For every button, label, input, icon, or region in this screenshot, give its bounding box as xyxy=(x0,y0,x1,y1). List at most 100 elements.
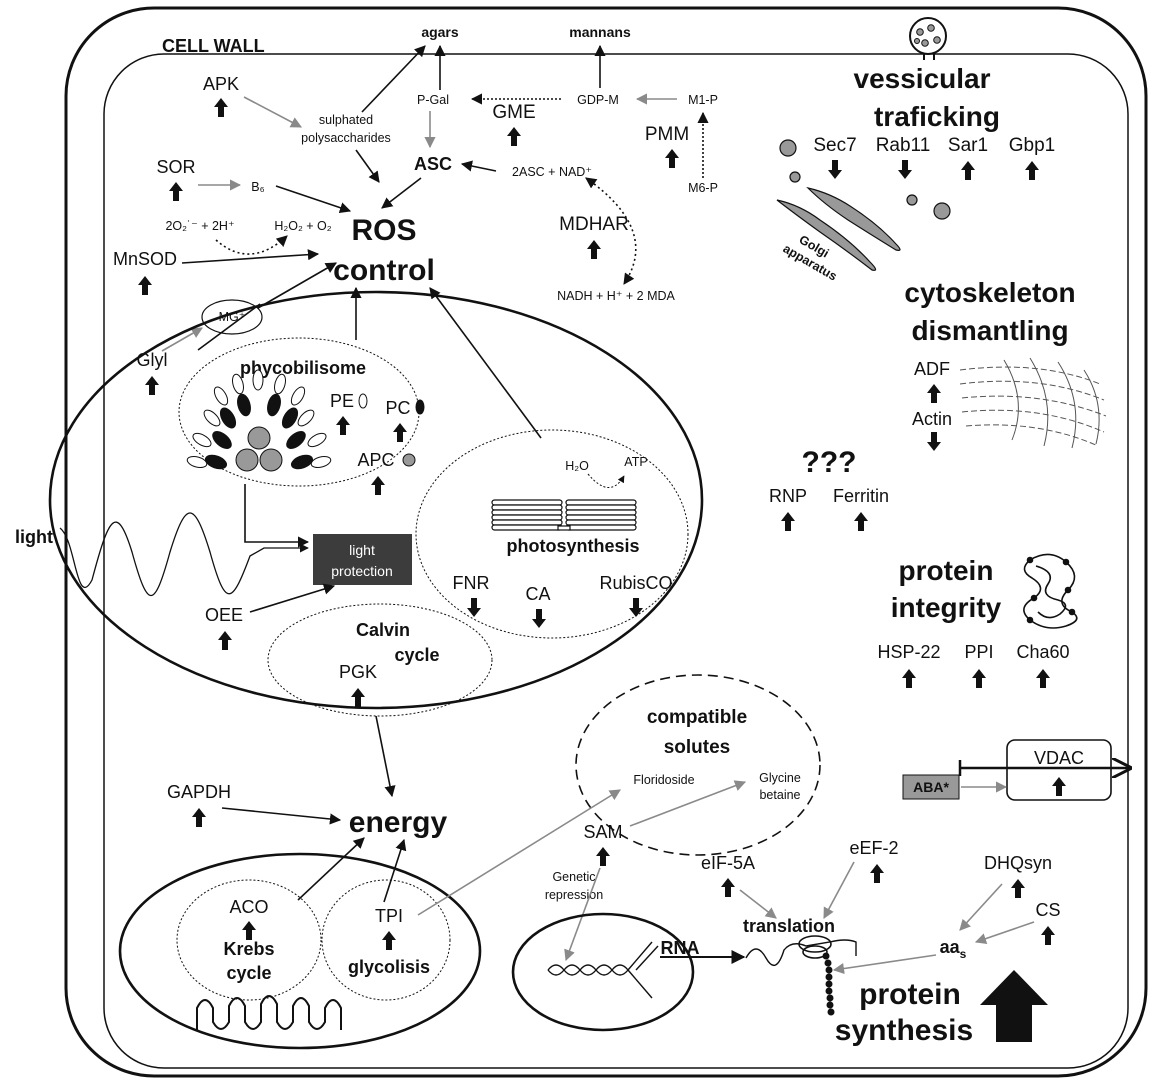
ferritin-up-icon xyxy=(854,512,868,531)
glycine-label-2: betaine xyxy=(759,788,800,802)
oee-up-icon xyxy=(218,631,232,650)
eef-label: eEF-2 xyxy=(849,838,898,858)
compatible-solutes-region xyxy=(575,674,821,856)
ca-label: CA xyxy=(525,584,550,604)
light-protection-box xyxy=(313,534,412,585)
energy-label: energy xyxy=(349,806,448,839)
calvin-label-2: cycle xyxy=(394,645,439,665)
eif-label: eIF-5A xyxy=(701,853,755,873)
mdhar-up-icon xyxy=(587,240,601,259)
h2o2-label: H₂O₂ + O₂ xyxy=(274,219,331,233)
apc-swatch xyxy=(402,453,416,467)
protein-integrity-title-1: protein xyxy=(899,555,994,586)
pc-up-icon xyxy=(393,423,407,442)
asc-label: ASC xyxy=(414,154,452,174)
protein-synthesis-label-1: protein xyxy=(859,978,961,1011)
aas-label: aas xyxy=(940,937,967,961)
glyl-label: Glyl xyxy=(137,350,168,370)
cs-label: CS xyxy=(1035,900,1060,920)
aco-up-icon xyxy=(242,921,256,940)
gme-label: GME xyxy=(492,102,535,123)
mdhar-label: MDHAR xyxy=(559,214,629,235)
gapdh-label: GAPDH xyxy=(167,782,231,802)
mito-arrows xyxy=(297,837,407,903)
rab11-down-icon xyxy=(898,160,912,179)
rna-label: RNA xyxy=(661,938,700,958)
krebs-label-2: cycle xyxy=(226,963,271,983)
atp-label: ATP xyxy=(624,455,647,469)
protein-integrity-title-2: integrity xyxy=(891,592,1002,623)
glycolisis-label: glycolisis xyxy=(348,957,430,977)
ros-control-title: control xyxy=(333,254,435,287)
translation-label: translation xyxy=(743,916,835,936)
eif-up-icon xyxy=(721,878,735,897)
unknown-title: ??? xyxy=(802,446,857,479)
hsp-up-icon xyxy=(902,669,916,688)
sor-up-icon xyxy=(169,182,183,201)
vdac-box xyxy=(1006,739,1112,801)
fnr-down-icon xyxy=(467,598,481,617)
gapdh-arrow xyxy=(221,807,342,825)
rab11-label: Rab11 xyxy=(876,135,931,156)
asc-nad-label: 2ASC + NAD⁺ xyxy=(512,165,592,179)
mnsod-label: MnSOD xyxy=(113,249,177,269)
dhq-label: DHQsyn xyxy=(984,853,1052,873)
ppi-up-icon xyxy=(972,669,986,688)
mitochondrion xyxy=(118,852,482,1050)
krebs-region xyxy=(176,879,322,1001)
light-label: light xyxy=(15,527,53,547)
eef-up-icon xyxy=(870,864,884,883)
cytoskeleton-title-2: dismantling xyxy=(911,315,1068,346)
rnp-label: RNP xyxy=(769,486,807,506)
pgal-label: P-Gal xyxy=(417,93,449,107)
gme-up-icon xyxy=(507,127,521,146)
cell-membrane xyxy=(103,53,1129,1069)
aco-label: ACO xyxy=(229,897,268,917)
protein-synthesis-up-icon xyxy=(980,970,1048,1042)
fnr-label: FNR xyxy=(453,573,490,593)
adf-up-icon xyxy=(927,384,941,403)
pgk-label: PGK xyxy=(339,662,377,682)
cs-up-icon xyxy=(1041,926,1055,945)
gapdh-up-icon xyxy=(192,808,206,827)
glycine-label-1: Glycine xyxy=(759,771,801,785)
cell-wall-label: CELL WALL xyxy=(162,36,265,56)
ribosome-small xyxy=(802,945,828,959)
b6-label: B₆ xyxy=(251,180,264,194)
genetic-label-1: Genetic xyxy=(552,870,595,884)
pc-label: PC xyxy=(385,398,410,418)
sar1-up-icon xyxy=(961,161,975,180)
sor-label: SOR xyxy=(156,157,195,177)
h2o-label: H₂O xyxy=(565,459,589,473)
pgk-up-icon xyxy=(351,688,365,707)
glycolysis-region xyxy=(321,879,451,1001)
apc-label: APC xyxy=(357,450,394,470)
ferritin-label: Ferritin xyxy=(833,486,889,506)
solutes-title-2: solutes xyxy=(664,737,731,758)
pe-label: PE xyxy=(330,391,354,411)
agars-label: agars xyxy=(421,24,459,40)
calvin-region xyxy=(267,603,493,717)
ros-title: ROS xyxy=(351,214,416,247)
apc-up-icon xyxy=(371,476,385,495)
genetic-label-2: repression xyxy=(545,888,603,902)
vdac-label: VDAC xyxy=(1034,748,1084,768)
apk-label: APK xyxy=(203,74,239,94)
sar1-label: Sar1 xyxy=(948,135,988,156)
nadh-label: NADH + H⁺ + 2 MDA xyxy=(557,289,675,303)
sec7-down-icon xyxy=(828,160,842,179)
protein-structure-icon xyxy=(1023,553,1078,629)
chloroplast-arrows xyxy=(244,286,542,798)
pmm-label: PMM xyxy=(645,124,689,145)
krebs-label-1: Krebs xyxy=(223,939,274,959)
cha60-label: Cha60 xyxy=(1016,642,1069,662)
rubisco-down-icon xyxy=(629,598,643,617)
solutes-arrows xyxy=(417,780,747,962)
ppi-label: PPI xyxy=(964,642,993,662)
thylakoid-icon xyxy=(491,499,637,531)
photosynthesis-region xyxy=(415,429,689,639)
apk-up-icon xyxy=(214,98,228,117)
gdpm-label: GDP-M xyxy=(577,93,619,107)
